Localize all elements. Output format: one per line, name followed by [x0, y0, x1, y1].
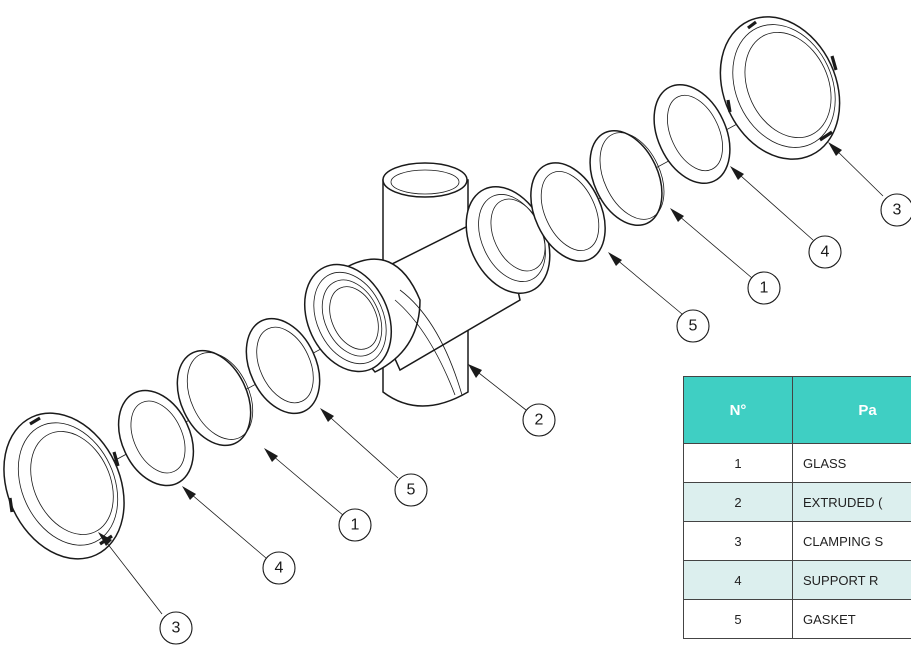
- row-number: 5: [683, 599, 793, 639]
- row-part: GASKET: [792, 599, 911, 639]
- support-ring-left: [117, 389, 195, 487]
- svg-text:5: 5: [407, 482, 416, 499]
- svg-text:1: 1: [351, 517, 360, 534]
- svg-text:3: 3: [893, 202, 902, 219]
- clamping-nut-right: [719, 16, 841, 160]
- row-part: SUPPORT R: [792, 560, 911, 600]
- svg-text:4: 4: [821, 244, 830, 261]
- table-row: 1 GLASS: [683, 443, 911, 483]
- header-part: Pa: [792, 376, 911, 444]
- glass-right: [589, 129, 665, 227]
- parts-table: N° Pa 1 GLASS 2 EXTRUDED ( 3 CLAMPING S …: [683, 376, 911, 639]
- svg-text:1: 1: [760, 280, 769, 297]
- support-ring-right: [653, 83, 731, 185]
- table-row: 4 SUPPORT R: [683, 560, 911, 600]
- table-row: 2 EXTRUDED (: [683, 482, 911, 522]
- balloon-3-right: 3: [880, 193, 911, 227]
- balloon-1-right: 1: [747, 271, 781, 305]
- leader-arrowheads: [98, 142, 842, 546]
- header-number: N°: [683, 376, 793, 444]
- gasket-right: [530, 162, 606, 262]
- row-number: 3: [683, 521, 793, 561]
- row-number: 1: [683, 443, 793, 483]
- balloon-4-right: 4: [808, 235, 842, 269]
- row-number: 2: [683, 482, 793, 522]
- balloon-2: 2: [522, 403, 556, 437]
- row-number: 4: [683, 560, 793, 600]
- row-part: GLASS: [792, 443, 911, 483]
- gasket-left: [245, 317, 321, 415]
- svg-text:4: 4: [275, 560, 284, 577]
- table-header-row: N° Pa: [683, 376, 911, 444]
- table-row: 3 CLAMPING S: [683, 521, 911, 561]
- table-row: 5 GASKET: [683, 599, 911, 639]
- balloon-4-left: 4: [262, 551, 296, 585]
- row-part: CLAMPING S: [792, 521, 911, 561]
- svg-text:5: 5: [689, 318, 698, 335]
- svg-text:2: 2: [535, 412, 544, 429]
- balloon-3-left: 3: [159, 611, 193, 645]
- parts-table-container: N° Pa 1 GLASS 2 EXTRUDED ( 3 CLAMPING S …: [683, 376, 911, 648]
- svg-text:3: 3: [172, 620, 181, 637]
- extruded-tee-body: [303, 162, 551, 407]
- balloon-1-left: 1: [338, 508, 372, 542]
- balloon-5-left: 5: [394, 473, 428, 507]
- row-part: EXTRUDED (: [792, 482, 911, 522]
- glass-left: [176, 349, 254, 447]
- balloon-5-right: 5: [676, 309, 710, 343]
